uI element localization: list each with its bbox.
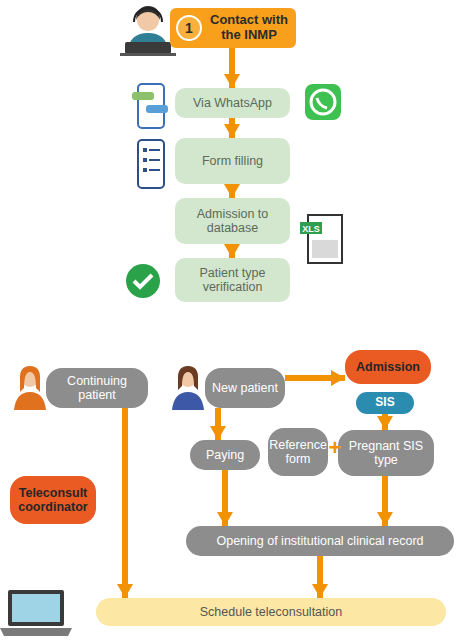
flow-arrow bbox=[122, 408, 128, 598]
whatsapp-icon bbox=[305, 84, 341, 120]
step-box: Via WhatsApp bbox=[175, 88, 290, 118]
flow-arrow bbox=[317, 556, 323, 598]
flow-arrow bbox=[215, 408, 221, 440]
laptop-icon bbox=[0, 590, 72, 636]
admission-pill: Admission bbox=[345, 350, 431, 384]
patient-pill: New patient bbox=[205, 368, 285, 408]
node-text: Form filling bbox=[202, 154, 263, 168]
step-box: Patient type verification bbox=[175, 258, 290, 302]
step-box: 1Contact with the INMP bbox=[170, 8, 296, 48]
person-icon bbox=[172, 366, 204, 410]
operator-icon bbox=[120, 6, 176, 56]
person-icon bbox=[14, 366, 46, 410]
node-text: New patient bbox=[212, 381, 278, 395]
flow-arrow bbox=[229, 118, 235, 138]
form-phone-icon bbox=[138, 140, 164, 188]
step-box: Admission to database bbox=[175, 198, 290, 244]
phone-chat-icon bbox=[132, 84, 168, 128]
final-bar: Schedule teleconsultation bbox=[96, 598, 446, 626]
step-pill: Pregnant SIS type bbox=[338, 430, 434, 476]
flow-arrow bbox=[229, 48, 235, 88]
step-box: Form filling bbox=[175, 138, 290, 184]
node-text: Admission to database bbox=[181, 207, 284, 236]
node-text: Reference form bbox=[269, 438, 327, 467]
node-text: SIS bbox=[375, 396, 394, 410]
node-text: Schedule teleconsultation bbox=[200, 605, 342, 619]
coordinator-pill: Teleconsult coordinator bbox=[10, 476, 96, 524]
flow-arrow bbox=[382, 414, 388, 430]
node-text: Contact with the INMP bbox=[208, 13, 290, 43]
spreadsheet-icon bbox=[300, 215, 342, 263]
flow-arrow bbox=[222, 470, 228, 526]
check-icon bbox=[126, 264, 160, 298]
node-text: Via WhatsApp bbox=[193, 96, 272, 110]
step-pill: Paying bbox=[190, 440, 260, 470]
node-text: Continuing patient bbox=[52, 374, 142, 403]
flow-arrow bbox=[229, 244, 235, 258]
flow-arrow bbox=[382, 476, 388, 526]
node-text: Pregnant SIS type bbox=[344, 439, 428, 468]
node-text: Opening of institutional clinical record bbox=[216, 534, 423, 548]
step-pill: Opening of institutional clinical record bbox=[186, 526, 454, 556]
node-text: Teleconsult coordinator bbox=[16, 486, 90, 515]
label-text: XLS bbox=[300, 223, 322, 235]
sis-pill: SIS bbox=[356, 392, 414, 414]
plus-sign: + bbox=[328, 438, 342, 458]
flow-arrow bbox=[229, 184, 235, 198]
callout-number: 1 bbox=[176, 15, 202, 41]
node-text: Admission bbox=[356, 360, 420, 374]
node-text: Patient type verification bbox=[181, 266, 284, 295]
node-text: Paying bbox=[206, 448, 244, 462]
step-pill: Reference form bbox=[268, 428, 328, 476]
flow-arrow bbox=[285, 375, 345, 381]
patient-pill: Continuing patient bbox=[46, 368, 148, 408]
